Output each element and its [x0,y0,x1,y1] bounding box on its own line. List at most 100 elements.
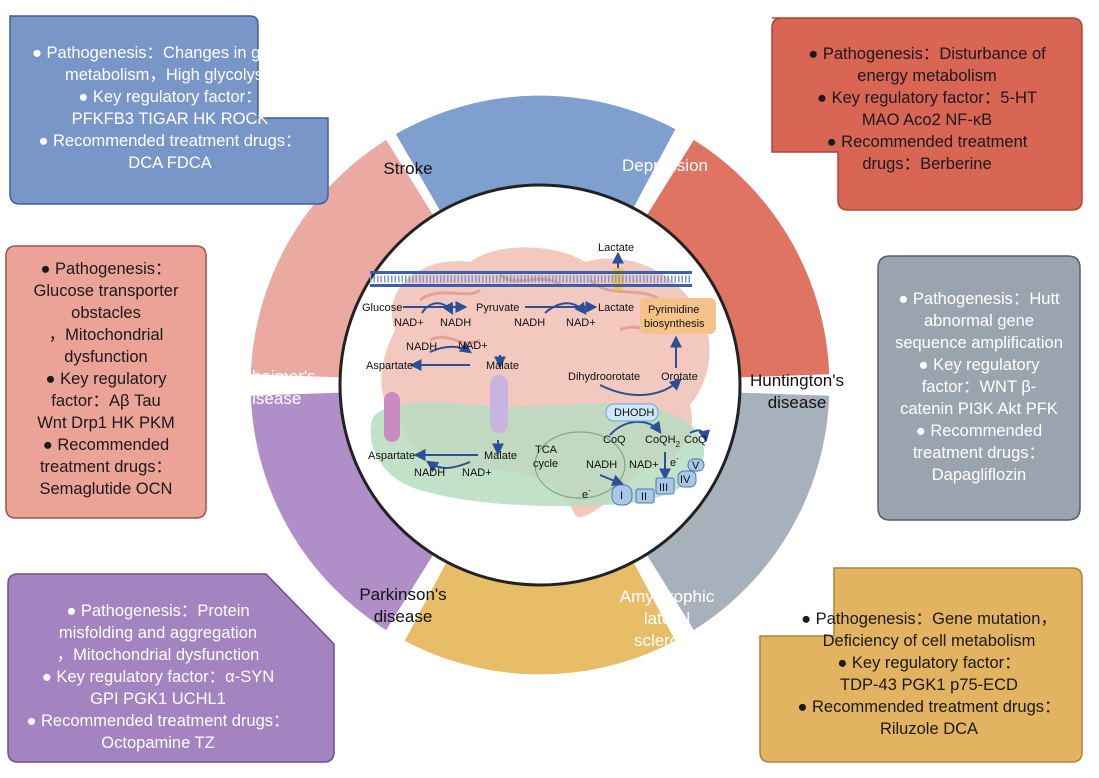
box-line: Wnt Drp1 HK PKM [37,414,175,432]
label-nad-2: NAD+ [566,317,596,329]
stroke-box-bg [9,15,329,205]
label-complex-1: I [620,490,623,502]
box-line: ● Pathogenesis：Disturbance of [808,45,1046,63]
label-dhodh: DHODH [614,407,654,419]
box-line: ● Pathogenesis：Gene mutation， [801,610,1057,628]
box-line: Semaglutide OCN [39,480,173,498]
label-nadh-1: NADH [440,317,471,329]
label-electron-1: e- [670,454,679,469]
label-coq-2: CoQ [684,434,707,446]
box-line: ● Recommended treatment drugs： [797,698,1061,716]
box-line: Octopamine TZ [101,734,215,752]
label-electron-2: e- [582,486,591,501]
box-line: Riluzole DCA [879,720,979,738]
box-line: ● Pathogenesis：Protein [66,602,250,620]
box-line: ● Recommended [42,436,170,454]
label-aspartate-bot: Aspartate [368,450,415,462]
box-line: GPI PGK1 UCHL1 [90,690,226,708]
depression-info-box: ● Pathogenesis：Disturbance of energy met… [772,43,1082,175]
label-complex-2: II [641,491,647,503]
segment-label-stroke: Stroke [368,158,448,180]
label-nadh-4: NADH [414,467,445,479]
label-pyruvate: Pyruvate [476,302,519,314]
box-line: energy metabolism [857,67,997,85]
box-line: catenin PI3K Akt PFK [900,400,1058,418]
label-malate-top: Malate [486,360,519,372]
box-line: treatment drugs： [39,458,173,476]
box-line: ● Pathogenesis：Hutt [898,290,1060,308]
segment-label-line: Alzheimer's [228,367,316,386]
label-nad-4: NAD+ [462,467,492,479]
segment-label-parkinson: Parkinson's disease [348,584,458,628]
label-nad-5: NAD+ [629,459,659,471]
parkinson-info-box: ● Pathogenesis：Protein misfolding and ag… [2,600,314,754]
box-line: DCA FDCA [128,154,212,172]
alzheimer-info-box: ● Pathogenesis： Glucose transporter obst… [8,258,204,500]
box-line: ● Key regulatory factor： [837,654,1021,672]
label-lactate-top: Lactate [598,242,634,254]
box-line: obstacles [71,304,141,322]
label-aspartate-top: Aspartate [366,360,413,372]
electron-transport-complexes [605,298,716,506]
depression-box-bg [771,17,1083,211]
box-line: Glucose transporter [33,282,179,300]
segment-label-depression: Depression [610,155,720,177]
box-line: misfolding and aggregation [58,624,258,642]
label-coqh2: CoQH2 [645,434,681,449]
label-orotate: Orotate [661,371,698,383]
box-line: Dapagliflozin [931,466,1027,484]
segment-label-line: lateral [643,609,691,628]
label-complex-5: V [692,460,700,472]
label-nad-1: NAD+ [394,317,424,329]
parkinson-box-bg [7,573,335,763]
box-line: ● Key regulatory [918,356,1040,374]
box-line: dysfunction [64,348,148,366]
segment-label-line: Huntington's [750,371,844,390]
box-line: factor：WNT β- [921,378,1037,396]
als-info-box: ● Pathogenesis：Gene mutation， Deficiency… [776,608,1082,740]
segment-label-alzheimer: Alzheimer's disease [222,366,322,410]
als-box-bg [759,567,1083,763]
box-line: factor：Aβ Tau [51,392,161,410]
segment-label-line: sclerosis [633,631,701,650]
label-pyrimidine-2: biosynthesis [644,318,705,330]
box-line: ● Key regulatory [45,370,167,388]
cell-membrane [370,271,692,287]
box-line: ● Key regulatory factor：5-HT [817,89,1037,107]
label-tca-2: cycle [533,458,558,470]
label-complex-4: IV [680,474,691,486]
box-line: drugs：Berberine [862,155,992,173]
label-tca-1: TCA [535,444,558,456]
box-line: ● Pathogenesis：Changes in glucose [32,44,308,62]
segment-label-huntington: Huntington's disease [742,370,852,414]
box-line: ● Recommended treatment [826,133,1028,151]
label-nadh-3: NADH [406,341,437,353]
box-line: ● Pathogenesis： [40,260,172,278]
box-line: ● Recommended treatment drugs： [38,132,302,150]
segment-label-line: Amyotrophic [619,587,715,606]
box-line: ，Mitochondrial dysfunction [56,646,260,664]
box-line: MAO Aco2 NF-κB [861,111,993,129]
box-line: metabolism，High glycolysis [65,66,275,84]
box-line: ，Mitochondrial [48,326,164,344]
label-lactate: Lactate [598,302,634,314]
label-complex-3: III [659,482,668,494]
box-line: Deficiency of cell metabolism [822,632,1036,650]
box-line: PFKFB3 TIGAR HK ROCK [71,110,269,128]
box-line: treatment drugs： [912,444,1046,462]
segment-label-line: disease [242,389,302,408]
pathway-arrows [403,251,710,486]
label-glucose: Glucose [362,302,402,314]
label-nadh-2: NADH [514,317,545,329]
box-line: abnormal gene [923,312,1035,330]
alzheimer-box-bg [5,245,207,519]
segment-label-line: Stroke [383,159,433,178]
segment-label-line: disease [373,607,433,626]
huntington-info-box: ● Pathogenesis：Hutt abnormal gene sequen… [878,288,1080,486]
box-line: ● Recommended [915,422,1043,440]
label-dihydroorotate: Dihydroorotate [568,371,640,383]
box-line: ● Recommended treatment drugs： [26,712,290,730]
segment-label-line: disease [767,393,827,412]
label-nad-3: NAD+ [458,340,488,352]
